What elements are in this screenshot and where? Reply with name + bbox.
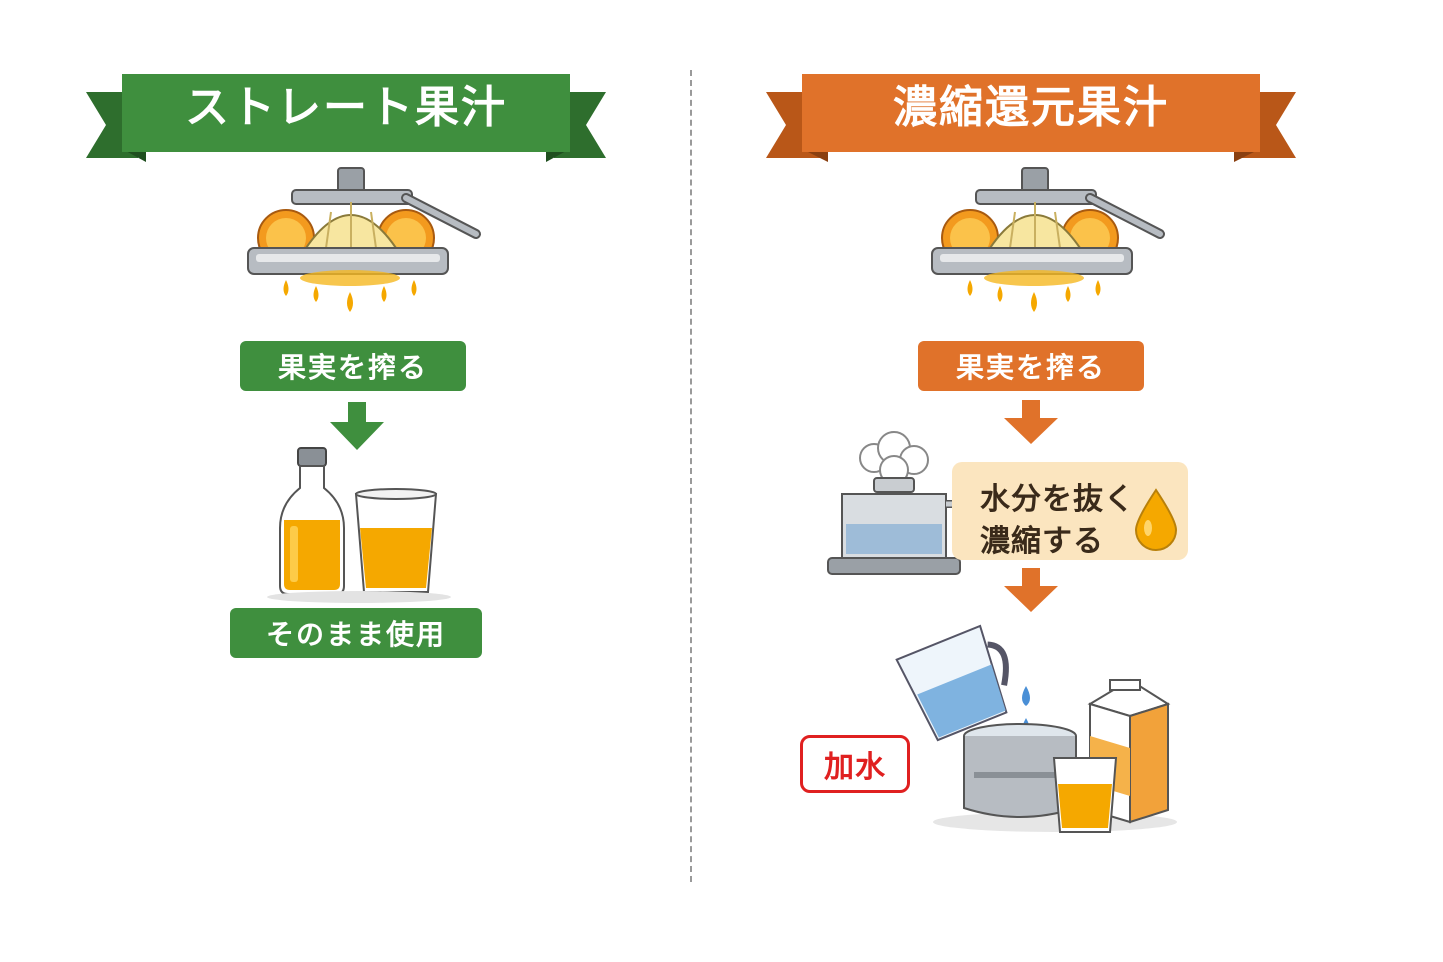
use-as-is-step-label: そのまま使用	[230, 608, 482, 658]
down-arrow-icon	[330, 402, 384, 450]
steam-evaporator-icon	[827, 431, 974, 575]
shadow	[267, 591, 451, 603]
water-pitcher-icon	[895, 624, 1009, 742]
juice-glass-icon	[354, 488, 438, 593]
citrus-press-icon	[931, 167, 1165, 312]
down-arrow-icon	[1004, 400, 1058, 444]
squeeze-fruit-step-label: 果実を搾る	[240, 341, 466, 391]
squeeze-fruit-step-label: 果実を搾る	[918, 341, 1144, 391]
down-arrow-icon	[1004, 568, 1058, 612]
remove-water-label: 水分を抜く	[980, 482, 1135, 517]
juice-drop-icon	[1134, 488, 1178, 551]
add-water-stamp: 加水	[800, 735, 910, 793]
straight-juice-title: ストレート果汁	[185, 82, 507, 133]
orange-ribbon-banner	[766, 74, 1296, 162]
concentrate-label: 濃縮する	[980, 524, 1104, 559]
green-ribbon-banner	[86, 74, 606, 162]
citrus-press-icon	[247, 167, 481, 312]
juice-glass-icon	[1052, 757, 1118, 833]
mixing-pot-icon	[963, 723, 1077, 818]
juice-bottle-icon	[279, 447, 345, 595]
column-divider	[690, 70, 692, 882]
concentrate-juice-title: 濃縮還元果汁	[893, 82, 1169, 133]
